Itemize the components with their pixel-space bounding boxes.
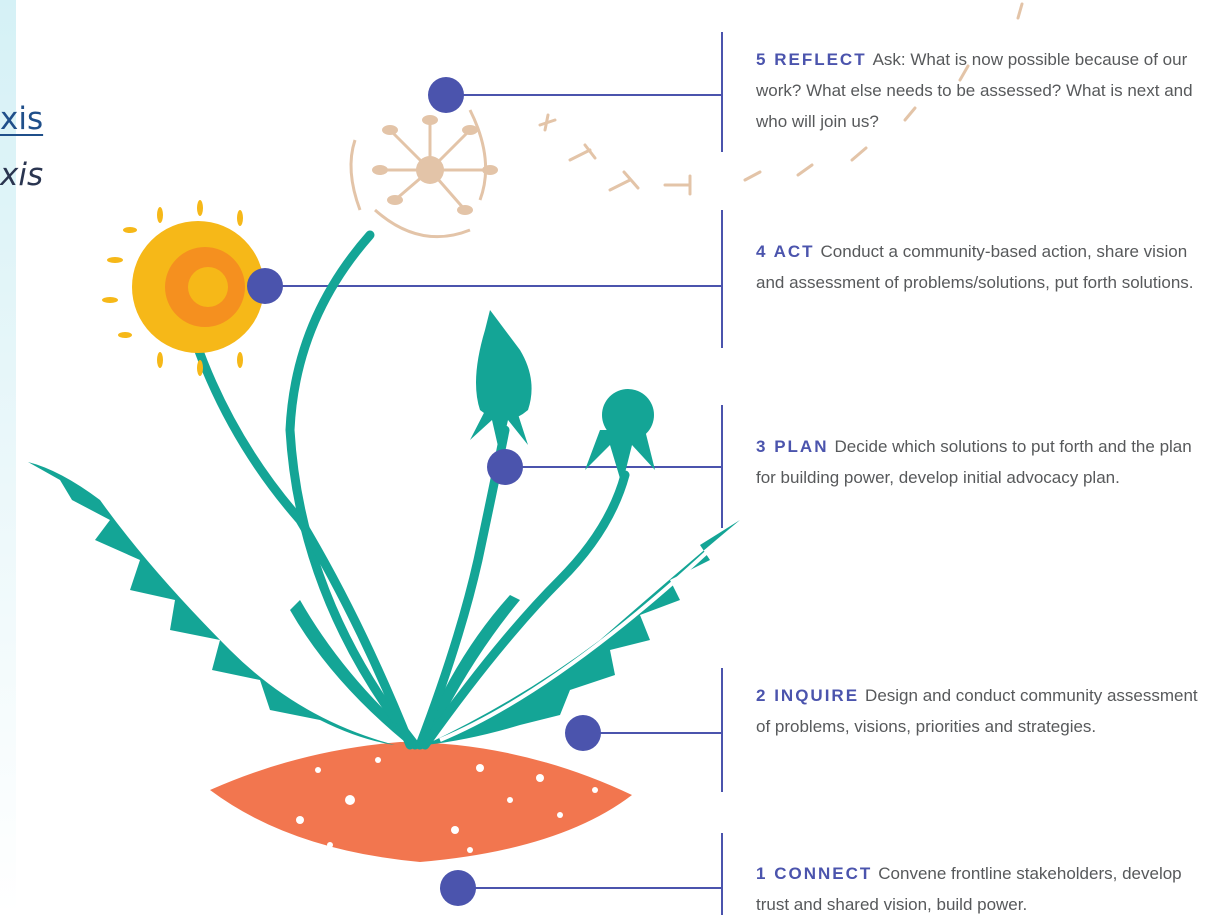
marker-inquire: [565, 715, 601, 751]
step-number: 4: [756, 242, 767, 261]
seed-head: [351, 110, 498, 237]
step-number: 3: [756, 437, 767, 456]
marker-connect: [440, 870, 476, 906]
yellow-flower: [102, 200, 264, 376]
step-title: ACT: [774, 242, 815, 261]
step-title: INQUIRE: [774, 686, 859, 705]
step-description: Conduct a community-based action, share …: [756, 242, 1194, 292]
step-number: 5: [756, 50, 767, 69]
marker-act: [247, 268, 283, 304]
step-title: CONNECT: [774, 864, 872, 883]
step-title: PLAN: [774, 437, 828, 456]
step-title: REFLECT: [774, 50, 866, 69]
marker-plan: [487, 449, 523, 485]
step-number: 1: [756, 864, 767, 883]
step-number: 2: [756, 686, 767, 705]
marker-reflect: [428, 77, 464, 113]
soil-mound: [210, 742, 632, 862]
